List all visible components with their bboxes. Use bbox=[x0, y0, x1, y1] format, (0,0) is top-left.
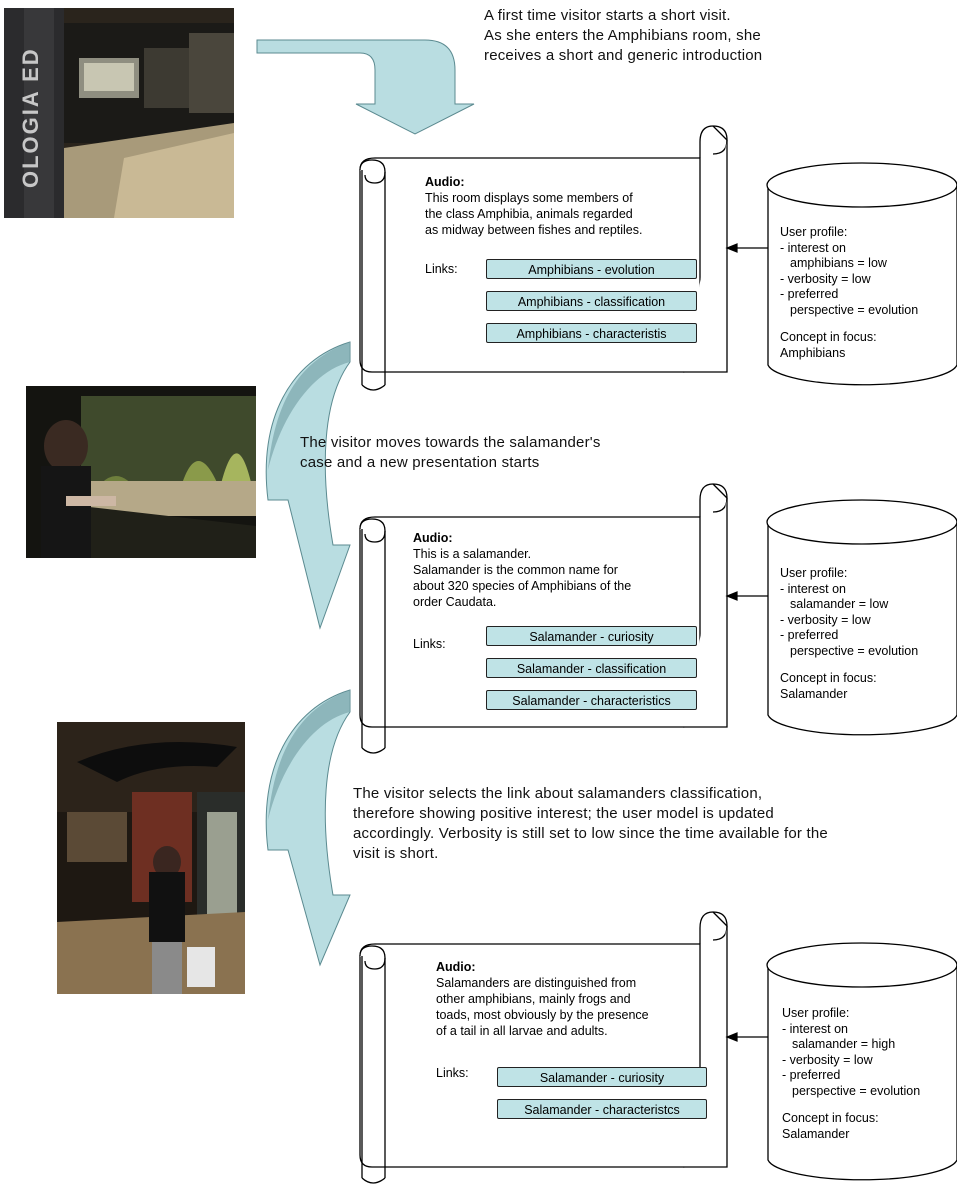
audio-line: This is a salamander. bbox=[413, 547, 532, 561]
intro-narration: A first time visitor starts a short visi… bbox=[484, 6, 762, 66]
profile-line: User profile: bbox=[782, 1006, 850, 1020]
audio-text-1: Audio: This room displays some members o… bbox=[425, 174, 642, 238]
focus-label: Concept in focus: bbox=[782, 1111, 879, 1125]
profile-line: - interest on bbox=[780, 240, 847, 255]
user-profile-2: User profile: - interest on salamander =… bbox=[780, 566, 918, 702]
narration-line: receives a short and generic introductio… bbox=[484, 47, 763, 64]
visitor-at-display-case-photo bbox=[26, 386, 256, 558]
audio-line: toads, most obviously by the presence bbox=[436, 1008, 649, 1022]
scroll-3-shape bbox=[359, 911, 728, 1184]
photo-sign-text: OLOGIA ED bbox=[18, 47, 43, 188]
audio-line: about 320 species of Amphibians of the bbox=[413, 579, 632, 593]
link-salamander-classification[interactable]: Salamander - classification bbox=[486, 658, 697, 678]
profile-line: perspective = evolution bbox=[790, 302, 919, 317]
focus-label: Concept in focus: bbox=[780, 671, 877, 685]
links-label: Links: bbox=[413, 637, 446, 651]
link-salamander-characteristics[interactable]: Salamander - characteristics bbox=[486, 690, 697, 710]
profile-line: User profile: bbox=[780, 566, 848, 580]
user-profile-3: User profile: - interest on salamander =… bbox=[782, 1006, 920, 1142]
user-profile-1: User profile: - interest on amphibians =… bbox=[780, 225, 918, 361]
profile-line: salamander = low bbox=[790, 597, 889, 611]
audio-line: as midway between fishes and reptiles. bbox=[425, 223, 643, 237]
scroll-1-shape bbox=[359, 125, 728, 391]
audio-text-2: Audio: This is a salamander. Salamander … bbox=[413, 530, 631, 610]
audio-line: Salamander is the common name for bbox=[413, 563, 618, 577]
select-narration: The visitor selects the link about salam… bbox=[353, 784, 828, 864]
profile-line: - verbosity = low bbox=[782, 1052, 873, 1067]
focus-concept: Salamander bbox=[782, 1126, 850, 1141]
profile-line: amphibians = low bbox=[790, 256, 887, 270]
profile-line: - verbosity = low bbox=[780, 271, 871, 286]
link-amphibians-characteristis[interactable]: Amphibians - characteristis bbox=[486, 323, 697, 343]
narration-line: therefore showing positive interest; the… bbox=[353, 805, 774, 822]
link-amphibians-evolution[interactable]: Amphibians - evolution bbox=[486, 259, 697, 279]
profile-line: - preferred bbox=[782, 1068, 841, 1082]
audio-label: Audio: bbox=[413, 531, 453, 545]
audio-line: order Caudata. bbox=[413, 595, 497, 609]
focus-concept: Amphibians bbox=[780, 345, 846, 360]
profile-line: User profile: bbox=[780, 225, 848, 239]
user-profile-cylinder-2-icon bbox=[766, 499, 957, 736]
narration-line: accordingly. Verbosity is still set to l… bbox=[353, 825, 828, 842]
narration-line: The visitor selects the link about salam… bbox=[353, 785, 763, 802]
link-salamander-curiosity-2[interactable]: Salamander - curiosity bbox=[497, 1067, 707, 1087]
intro-arrow-icon bbox=[256, 39, 475, 135]
visitor-with-device-photo bbox=[57, 722, 245, 994]
audio-line: the class Amphibia, animals regarded bbox=[425, 207, 633, 221]
museum-entrance-photo: OLOGIA ED bbox=[4, 8, 234, 218]
profile-line: - preferred bbox=[780, 628, 839, 642]
link-salamander-characteristcs[interactable]: Salamander - characteristcs bbox=[497, 1099, 707, 1119]
narration-line: case and a new presentation starts bbox=[300, 454, 540, 471]
audio-line: other amphibians, mainly frogs and bbox=[436, 992, 631, 1006]
audio-label: Audio: bbox=[436, 960, 476, 974]
focus-concept: Salamander bbox=[780, 686, 848, 701]
scroll-2-shape bbox=[359, 483, 728, 754]
narration-line: A first time visitor starts a short visi… bbox=[484, 7, 731, 24]
audio-label: Audio: bbox=[425, 175, 465, 189]
link-amphibians-classification[interactable]: Amphibians - classification bbox=[486, 291, 697, 311]
audio-line: Salamanders are distinguished from bbox=[436, 976, 637, 990]
profile-connectors bbox=[725, 243, 768, 1042]
user-profile-cylinder-1-icon bbox=[766, 162, 957, 386]
move-narration: The visitor moves towards the salamander… bbox=[300, 433, 601, 473]
profile-line: perspective = evolution bbox=[792, 1083, 921, 1098]
audio-line: This room displays some members of bbox=[425, 191, 633, 205]
narration-line: As she enters the Amphibians room, she bbox=[484, 27, 761, 44]
profile-line: - interest on bbox=[782, 1021, 849, 1036]
profile-line: salamander = high bbox=[792, 1037, 896, 1051]
profile-line: - preferred bbox=[780, 287, 839, 301]
user-profile-cylinder-3-icon bbox=[766, 942, 957, 1181]
links-label: Links: bbox=[436, 1066, 469, 1080]
audio-line: of a tail in all larvae and adults. bbox=[436, 1024, 608, 1038]
profile-line: perspective = evolution bbox=[790, 643, 919, 658]
profile-line: - interest on bbox=[780, 581, 847, 596]
profile-line: - verbosity = low bbox=[780, 612, 871, 627]
narration-line: visit is short. bbox=[353, 845, 439, 862]
focus-label: Concept in focus: bbox=[780, 330, 877, 344]
narration-line: The visitor moves towards the salamander… bbox=[300, 434, 601, 451]
audio-text-3: Audio: Salamanders are distinguished fro… bbox=[436, 959, 649, 1039]
links-label: Links: bbox=[425, 262, 458, 276]
link-salamander-curiosity[interactable]: Salamander - curiosity bbox=[486, 626, 697, 646]
